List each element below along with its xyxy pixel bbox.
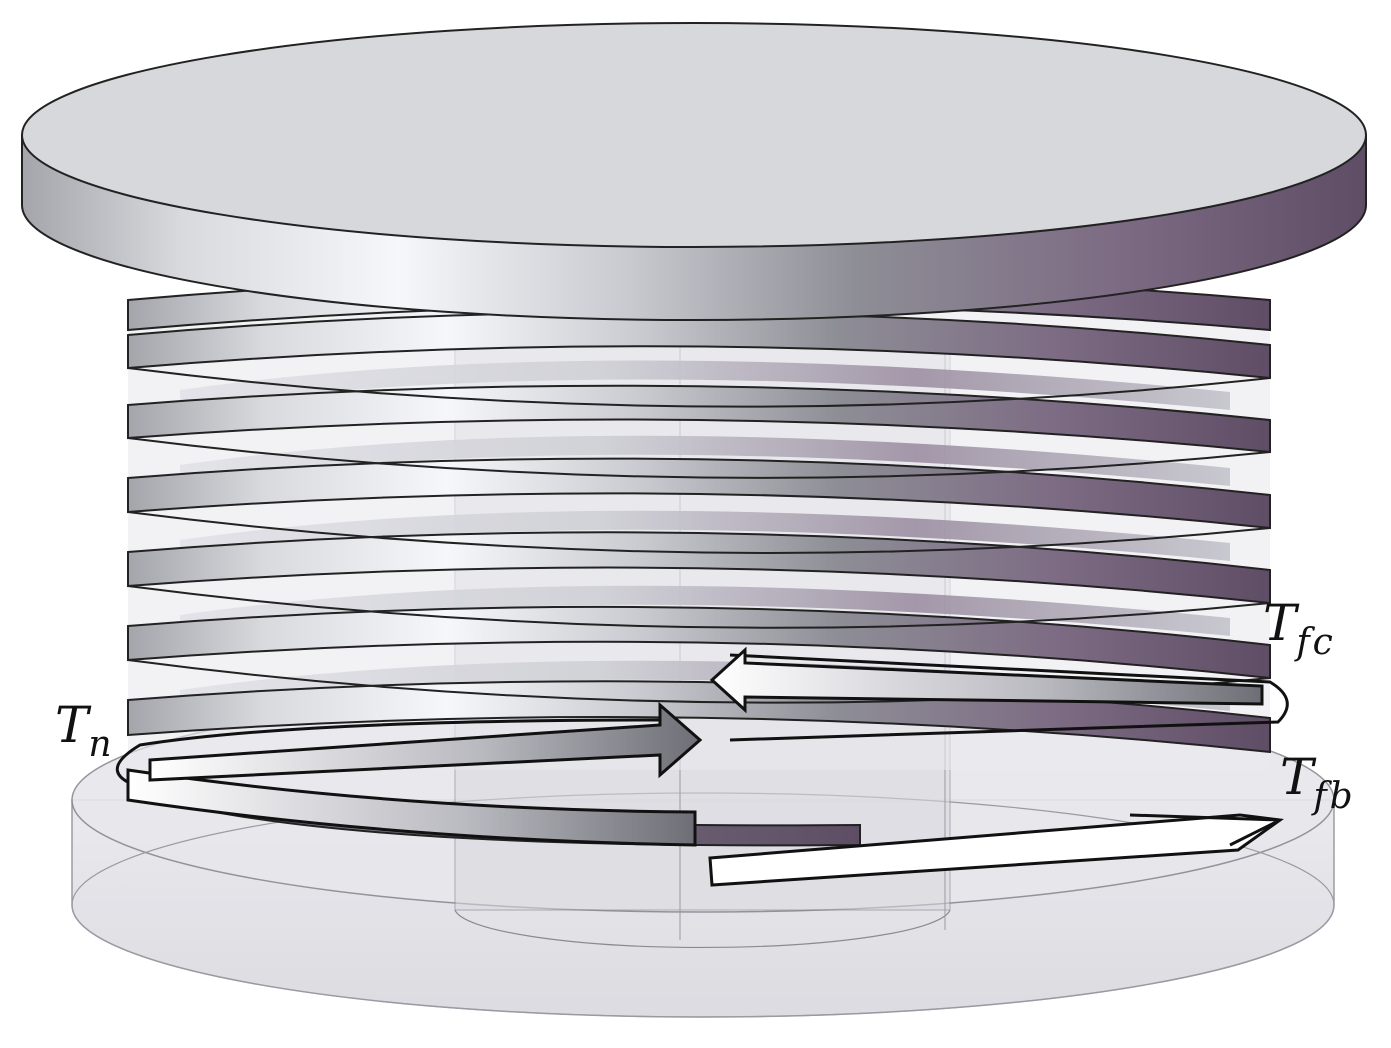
torque-arrow-tn	[116, 701, 703, 847]
label-t-fc: Tfc	[1263, 598, 1336, 661]
label-t-fb: Tfb	[1280, 752, 1356, 815]
label-t-n-sub: n	[88, 724, 115, 765]
label-t-n-main: T	[55, 696, 89, 754]
torque-arrow-tfb	[708, 813, 1284, 887]
label-t-fc-main: T	[1263, 594, 1297, 652]
label-t-n: Tn	[55, 700, 115, 763]
torque-arrow-tfc	[709, 646, 1289, 742]
top-cap	[21, 22, 1367, 321]
label-t-fb-sub: fb	[1313, 776, 1356, 817]
label-t-fc-sub: fc	[1296, 622, 1336, 663]
label-t-fb-main: T	[1280, 748, 1314, 806]
